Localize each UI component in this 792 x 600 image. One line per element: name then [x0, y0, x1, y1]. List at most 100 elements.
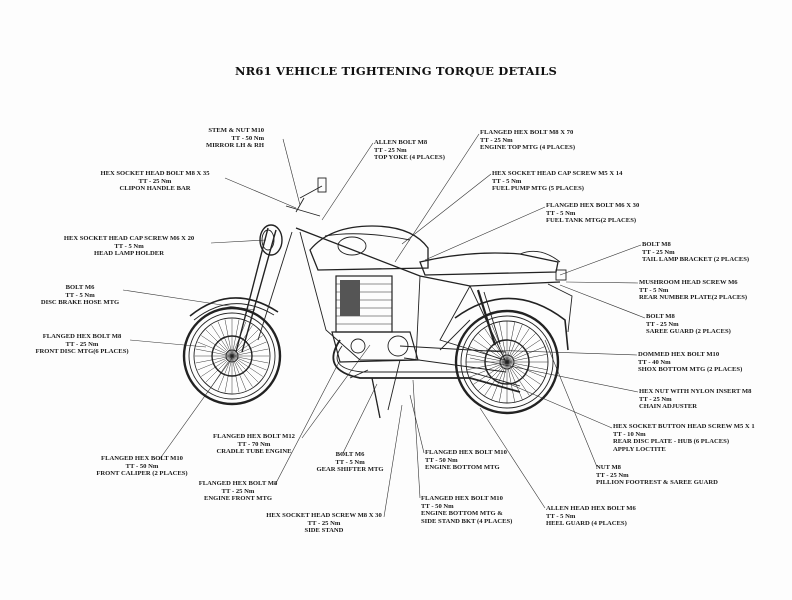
label-line: BOLT M6 [335, 451, 365, 458]
label-line: GEAR SHIFTER MTG [316, 466, 384, 474]
label-stem-nut: STEM & NUT M10 TT - 50 Nm MIRROR LH & RH [206, 127, 264, 150]
label-bolt-m8-tail: BOLT M8 TT - 25 Nm TAIL LAMP BRACKET (2 … [642, 241, 749, 264]
label-line: SIDE STAND [304, 527, 344, 535]
label-line: FLANGED HEX BOLT M12 [213, 433, 295, 440]
label-line: BOLT M8 [642, 241, 671, 248]
label-line: REAR NUMBER PLATE(2 PLACES) [639, 294, 748, 302]
label-hex-socket-m8x35: HEX SOCKET HEAD BOLT M8 X 35 TT - 25 Nm … [80, 170, 230, 193]
label-line: TT - 70 Nm [237, 440, 271, 448]
label-line: ENGINE FRONT MTG [203, 495, 273, 503]
label-line: SAREE GUARD (2 PLACES) [646, 328, 731, 336]
label-flanged-m10-front-caliper: FLANGED HEX BOLT M10 TT - 50 Nm FRONT CA… [82, 455, 202, 478]
label-flanged-m8-front-disc: FLANGED HEX BOLT M8 TT - 25 Nm FRONT DIS… [30, 333, 134, 356]
label-line: TT - 50 Nm [425, 456, 458, 464]
label-line: TT - 5 Nm [639, 286, 669, 294]
label-line: ENGINE BOTTOM MTG [425, 464, 500, 472]
label-mushroom-m6: MUSHROOM HEAD SCREW M6 TT - 5 Nm REAR NU… [639, 279, 747, 302]
label-hex-cap-m6x20: HEX SOCKET HEAD CAP SCREW M6 X 20 TT - 5… [44, 235, 214, 258]
label-line: TT - 5 Nm [546, 209, 576, 217]
motorcycle-body [182, 177, 573, 419]
label-line: REAR DISC PLATE - HUB (6 PLACES) [613, 438, 730, 446]
label-line: FLANGED HEX BOLT M8 [42, 333, 122, 340]
label-bolt-m6-gear: BOLT M6 TT - 5 Nm GEAR SHIFTER MTG [310, 451, 390, 474]
label-line: TT - 50 Nm [125, 462, 159, 470]
label-line: HEX NUT WITH NYLON INSERT M8 [639, 388, 752, 395]
label-line: FLANGED HEX BOLT M8 X 70 [480, 129, 574, 136]
label-line: FLANGED HEX BOLT M6 X 30 [546, 202, 640, 209]
label-line: TT - 5 Nm [546, 512, 576, 520]
label-hex-nut-m8: HEX NUT WITH NYLON INSERT M8 TT - 25 Nm … [639, 388, 751, 411]
diagram-title: NR61 VEHICLE TIGHTENING TORQUE DETAILS [234, 64, 558, 78]
label-line: TT - 25 Nm [646, 320, 679, 328]
label-allen-bolt-m8: ALLEN BOLT M8 TT - 25 Nm TOP YOKE (4 PLA… [374, 139, 445, 162]
label-dommed-m10: DOMMED HEX BOLT M10 TT - 40 Nm SHOX BOTT… [638, 351, 742, 374]
label-nut-m8: NUT M8 TT - 25 Nm PILLION FOOTREST & SAR… [596, 464, 718, 487]
label-hex-button-m5: HEX SOCKET BUTTON HEAD SCREW M5 X 1 TT -… [613, 423, 755, 453]
label-line: DOMMED HEX BOLT M10 [638, 351, 720, 358]
label-line: HEX SOCKET HEAD CAP SCREW M6 X 20 [63, 235, 195, 242]
label-hex-screw-m8x30: HEX SOCKET HEAD SCREW M8 X 30 TT - 25 Nm… [262, 512, 386, 535]
label-line: TT - 25 Nm [307, 519, 341, 527]
label-line: FRONT CALIPER (2 PLACES) [96, 470, 188, 478]
label-line: TT - 25 Nm [642, 248, 675, 256]
label-line: APPLY LOCTITE [613, 445, 666, 453]
label-line: FLANGED HEX BOLT M10 [101, 455, 183, 462]
label-line: TT - 5 Nm [114, 242, 144, 250]
label-line: ENGINE TOP MTG (4 PLACES) [480, 144, 576, 152]
label-line: MIRROR LH & RH [206, 142, 265, 150]
label-line: STEM & NUT M10 [208, 127, 265, 134]
label-line: TT - 5 Nm [492, 177, 522, 185]
label-allen-bolt-m6: ALLEN HEAD HEX BOLT M6 TT - 5 Nm HEEL GU… [546, 505, 636, 528]
label-line: TT - 25 Nm [596, 471, 629, 479]
label-line: TAIL LAMP BRACKET (2 PLACES) [642, 256, 750, 264]
label-line: HEX SOCKET HEAD SCREW M8 X 30 [266, 512, 382, 519]
label-line: CRADLE TUBE ENGINE [216, 448, 292, 456]
label-line: TT - 10 Nm [613, 430, 646, 438]
label-line: PILLION FOOTREST & SAREE GUARD [596, 479, 718, 487]
label-line: HEEL GUARD (4 PLACES) [546, 520, 627, 528]
label-line: HEX SOCKET BUTTON HEAD SCREW M5 X 1 [613, 423, 755, 430]
label-line: BOLT M8 [646, 313, 675, 320]
label-line: ALLEN HEAD HEX BOLT M6 [546, 505, 636, 512]
label-line: HEX SOCKET HEAD CAP SCREW M5 X 14 [492, 170, 623, 177]
label-line: FUEL PUMP MTG (5 PLACES) [492, 185, 584, 193]
label-line: CLIPON HANDLE BAR [119, 185, 191, 193]
label-line: TT - 25 Nm [639, 395, 672, 403]
label-flanged-m10-side-stand: FLANGED HEX BOLT M10 TT - 50 Nm ENGINE B… [421, 495, 512, 525]
label-line: HEAD LAMP HOLDER [94, 250, 164, 258]
label-line: TT - 25 Nm [138, 177, 172, 185]
label-line: DISC BRAKE HOSE MTG [40, 299, 120, 307]
label-line: FUEL TANK MTG(2 PLACES) [546, 217, 637, 225]
label-flanged-m10-engine: FLANGED HEX BOLT M10 TT - 50 Nm ENGINE B… [425, 449, 507, 472]
label-line: TT - 25 Nm [65, 340, 99, 348]
label-line: TOP YOKE (4 PLACES) [374, 154, 445, 162]
label-flanged-m8-engine-front: FLANGED HEX BOLT M8 TT - 25 Nm ENGINE FR… [196, 480, 280, 503]
label-bolt-m6-disc: BOLT M6 TT - 5 Nm DISC BRAKE HOSE MTG [34, 284, 126, 307]
label-line: NUT M8 [596, 464, 621, 471]
label-bolt-m8-saree: BOLT M8 TT - 25 Nm SAREE GUARD (2 PLACES… [646, 313, 731, 336]
label-line: TT - 5 Nm [335, 458, 365, 466]
label-line: SIDE STAND BKT (4 PLACES) [421, 517, 513, 525]
label-flanged-m6x30: FLANGED HEX BOLT M6 X 30 TT - 5 Nm FUEL … [546, 202, 639, 225]
label-flanged-m12: FLANGED HEX BOLT M12 TT - 70 Nm CRADLE T… [200, 433, 308, 456]
label-line: FLANGED HEX BOLT M10 [421, 495, 503, 502]
label-line: CHAIN ADJUSTER [639, 403, 698, 411]
label-line: TT - 25 Nm [221, 487, 255, 495]
label-line: TT - 50 Nm [421, 502, 454, 510]
label-line: TT - 25 Nm [374, 146, 407, 154]
label-line: TT - 50 Nm [231, 134, 265, 142]
label-line: FLANGED HEX BOLT M8 [198, 480, 278, 487]
label-line: ENGINE BOTTOM MTG & [421, 510, 503, 518]
label-line: HEX SOCKET HEAD BOLT M8 X 35 [100, 170, 210, 177]
label-flanged-m8x70: FLANGED HEX BOLT M8 X 70 TT - 25 Nm ENGI… [480, 129, 575, 152]
label-line: ALLEN BOLT M8 [374, 139, 428, 146]
label-line: SHOX BOTTOM MTG (2 PLACES) [638, 366, 743, 374]
label-line: FLANGED HEX BOLT M10 [425, 449, 507, 456]
leader-lines [122, 133, 646, 518]
label-line: TT - 25 Nm [480, 136, 513, 144]
label-line: BOLT M6 [65, 284, 95, 291]
label-line: TT - 5 Nm [65, 291, 95, 299]
label-line: MUSHROOM HEAD SCREW M6 [639, 279, 738, 286]
